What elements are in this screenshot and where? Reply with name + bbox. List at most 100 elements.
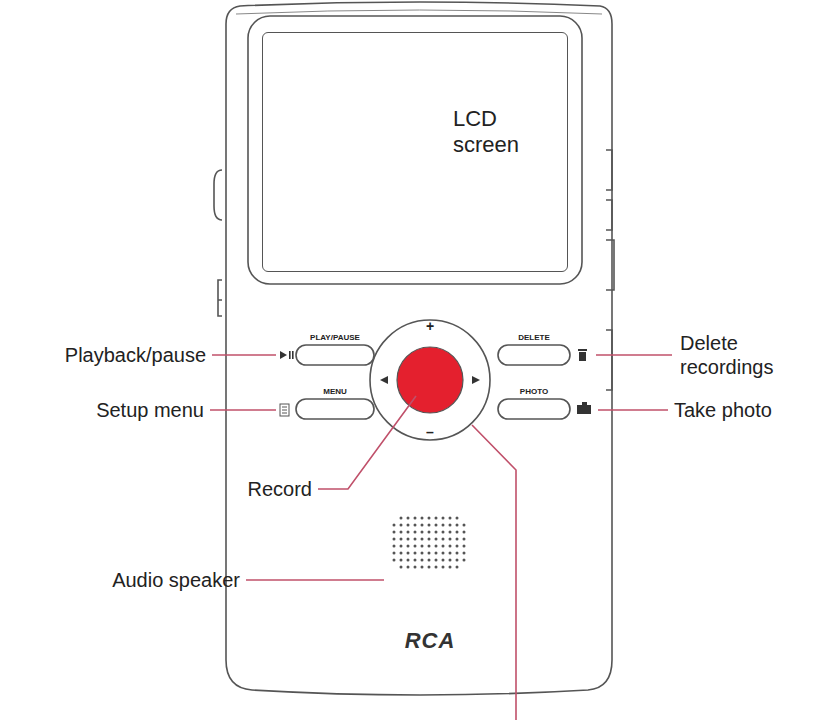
- menu-icon: [280, 404, 289, 416]
- record-button: [397, 347, 463, 413]
- speaker-hole: [393, 552, 396, 555]
- speaker-hole: [407, 552, 410, 555]
- speaker-hole: [407, 524, 410, 527]
- delete-button: [498, 345, 570, 365]
- speaker-hole: [463, 559, 466, 562]
- speaker-hole: [463, 538, 466, 541]
- speaker-hole: [428, 545, 431, 548]
- speaker-hole: [428, 531, 431, 534]
- brand-logo: RCA: [405, 628, 456, 654]
- camera-body: [226, 2, 612, 695]
- speaker-hole: [463, 524, 466, 527]
- speaker-hole: [456, 545, 459, 548]
- speaker-hole: [407, 538, 410, 541]
- camera-icon: [582, 402, 587, 405]
- speaker-hole: [456, 531, 459, 534]
- screen-label: LCD screen: [453, 106, 567, 158]
- speaker-hole: [428, 559, 431, 562]
- speaker-hole: [421, 545, 424, 548]
- speaker-hole: [407, 566, 410, 569]
- side-bump: [218, 280, 222, 316]
- speaker-hole: [428, 566, 431, 569]
- trash-icon: [579, 352, 586, 361]
- speaker-hole: [393, 559, 396, 562]
- speaker-hole: [449, 545, 452, 548]
- speaker-hole: [442, 531, 445, 534]
- speaker-hole: [449, 531, 452, 534]
- speaker-hole: [428, 517, 431, 520]
- speaker-hole: [442, 559, 445, 562]
- button-label: DELETE: [518, 333, 550, 343]
- leader-line: [598, 409, 668, 411]
- callout-label: Take photo: [674, 398, 772, 422]
- speaker-hole: [421, 524, 424, 527]
- speaker-hole: [407, 531, 410, 534]
- speaker-hole: [400, 552, 403, 555]
- speaker-hole: [414, 552, 417, 555]
- leader-line: [210, 409, 276, 411]
- speaker-hole: [421, 559, 424, 562]
- speaker-hole: [442, 566, 445, 569]
- leader-line: [596, 354, 672, 356]
- button-label: MENU: [323, 387, 347, 397]
- speaker-hole: [435, 552, 438, 555]
- speaker-hole: [421, 517, 424, 520]
- speaker-hole: [400, 524, 403, 527]
- left-arrow: [380, 376, 388, 384]
- leader-line: [472, 425, 516, 720]
- menu-icon: [282, 407, 287, 413]
- speaker-hole: [407, 559, 410, 562]
- button-label: PLAY/PAUSE: [310, 333, 360, 343]
- speaker-hole: [393, 545, 396, 548]
- speaker-hole: [435, 517, 438, 520]
- leader-line: [212, 354, 276, 356]
- playpause-button: [296, 345, 374, 365]
- speaker-hole: [449, 517, 452, 520]
- speaker-hole: [435, 566, 438, 569]
- speaker-hole: [421, 566, 424, 569]
- dial-ring: [370, 320, 490, 440]
- speaker-hole: [442, 524, 445, 527]
- camera-icon: [577, 405, 591, 414]
- speaker-hole: [456, 517, 459, 520]
- right-arrow: [472, 376, 480, 384]
- speaker-hole: [456, 524, 459, 527]
- speaker-hole: [463, 552, 466, 555]
- button-label: PHOTO: [520, 387, 548, 397]
- body-edge: [236, 10, 602, 14]
- speaker-hole: [414, 524, 417, 527]
- speaker-hole: [456, 552, 459, 555]
- speaker-hole: [456, 566, 459, 569]
- speaker-hole: [407, 545, 410, 548]
- speaker-hole: [400, 545, 403, 548]
- speaker-hole: [463, 531, 466, 534]
- photo-button: [498, 399, 570, 419]
- play-icon: [280, 351, 287, 359]
- leader-line: [246, 579, 384, 581]
- screen-bezel: [248, 16, 582, 284]
- speaker-hole: [407, 517, 410, 520]
- speaker-hole: [414, 545, 417, 548]
- speaker-hole: [400, 559, 403, 562]
- speaker-hole: [428, 538, 431, 541]
- speaker-hole: [428, 552, 431, 555]
- speaker-hole: [414, 517, 417, 520]
- speaker-hole: [400, 538, 403, 541]
- speaker-hole: [435, 545, 438, 548]
- speaker-hole: [449, 538, 452, 541]
- trash-icon: [578, 349, 587, 351]
- speaker-hole: [442, 552, 445, 555]
- pause-icon: [289, 351, 291, 359]
- speaker-hole: [400, 566, 403, 569]
- callout-label: Record: [248, 477, 312, 501]
- speaker-hole: [421, 531, 424, 534]
- pause-icon: [292, 351, 294, 359]
- callout-label: Audio speaker: [112, 568, 240, 592]
- speaker-hole: [442, 538, 445, 541]
- lcd-screen: LCD screen: [262, 32, 568, 272]
- speaker-hole: [414, 531, 417, 534]
- callout-label: Setup menu: [96, 398, 204, 422]
- speaker-hole: [435, 524, 438, 527]
- speaker-hole: [421, 552, 424, 555]
